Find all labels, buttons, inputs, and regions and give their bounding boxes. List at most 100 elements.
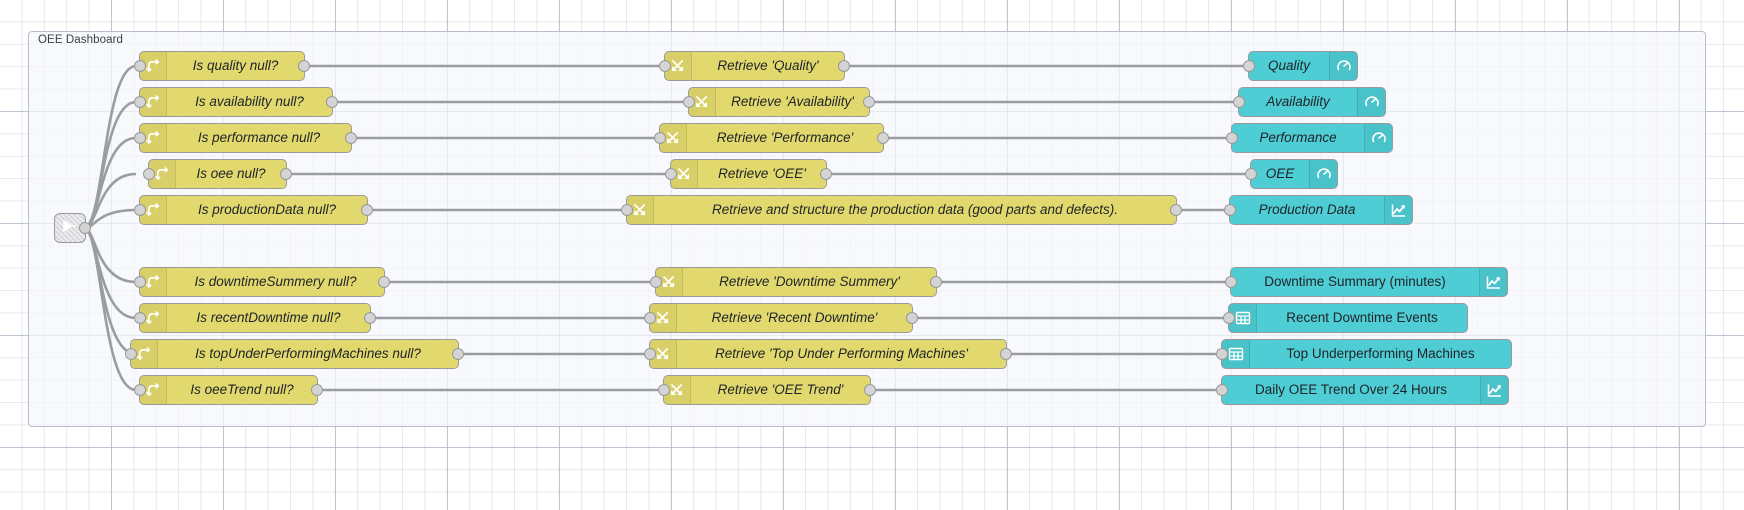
port-out[interactable] (311, 384, 323, 396)
node-label: Retrieve 'Downtime Summery' (719, 274, 900, 289)
port-in[interactable] (1216, 348, 1228, 360)
port-in[interactable] (650, 276, 662, 288)
port-in[interactable] (644, 312, 656, 324)
port-in[interactable] (683, 96, 695, 108)
node-label: Retrieve and structure the production da… (712, 202, 1118, 217)
wires-switch-to-change (287, 64, 689, 392)
port-out[interactable] (838, 60, 850, 72)
node-label: Is topUnderPerformingMachines null? (195, 346, 421, 361)
port-out[interactable] (361, 204, 373, 216)
change-node-retrieve-oee-trend[interactable]: Retrieve 'OEE Trend' (658, 375, 876, 405)
switch-node-is-productiondata-null[interactable]: Is productionData null? (134, 195, 373, 225)
port-out[interactable] (280, 168, 292, 180)
port-out[interactable] (345, 132, 357, 144)
port-in[interactable] (143, 168, 155, 180)
dashboard-node-recent-downtime-events[interactable]: Recent Downtime Events (1223, 303, 1468, 333)
port-out[interactable] (930, 276, 942, 288)
node-label: Retrieve 'OEE' (718, 166, 806, 181)
dashboard-node-oee[interactable]: OEE (1245, 159, 1338, 189)
port-in[interactable] (1243, 60, 1255, 72)
chart-icon (1480, 376, 1508, 404)
node-label: Is recentDowntime null? (196, 310, 341, 325)
node-label: Is oeeTrend null? (190, 382, 294, 397)
change-node-retrieve-performance[interactable]: Retrieve 'Performance' (654, 123, 889, 153)
port-in[interactable] (659, 60, 671, 72)
switch-node-is-oee-null[interactable]: Is oee null? (143, 159, 292, 189)
change-node-retrieve-top-under-performing-machines[interactable]: Retrieve 'Top Under Performing Machines' (644, 339, 1012, 369)
port-out[interactable] (79, 222, 91, 234)
switch-node-is-recentdowntime-null[interactable]: Is recentDowntime null? (134, 303, 376, 333)
dashboard-node-daily-oee-trend[interactable]: Daily OEE Trend Over 24 Hours (1216, 375, 1509, 405)
dashboard-node-production-data[interactable]: Production Data (1224, 195, 1413, 225)
dashboard-node-quality[interactable]: Quality (1243, 51, 1358, 81)
dashboard-node-downtime-summary[interactable]: Downtime Summary (minutes) (1225, 267, 1508, 297)
port-in[interactable] (1216, 384, 1228, 396)
port-in[interactable] (658, 384, 670, 396)
change-node-retrieve-production-data[interactable]: Retrieve and structure the production da… (621, 195, 1182, 225)
port-in[interactable] (125, 348, 137, 360)
link-in-node[interactable] (54, 213, 91, 243)
port-out[interactable] (1000, 348, 1012, 360)
port-in[interactable] (621, 204, 633, 216)
change-node-retrieve-quality[interactable]: Retrieve 'Quality' (659, 51, 850, 81)
port-out[interactable] (820, 168, 832, 180)
gauge-icon (1364, 124, 1392, 152)
dashboard-node-performance[interactable]: Performance (1226, 123, 1393, 153)
node-label: Retrieve 'Top Under Performing Machines' (714, 346, 969, 361)
change-node-retrieve-oee[interactable]: Retrieve 'OEE' (665, 159, 832, 189)
link-in-icon (62, 218, 78, 239)
group-label: OEE Dashboard (38, 34, 124, 46)
port-in[interactable] (1233, 96, 1245, 108)
port-out[interactable] (906, 312, 918, 324)
node-label: Availability (1266, 94, 1330, 109)
node-label: Daily OEE Trend Over 24 Hours (1254, 382, 1448, 397)
node-label: Retrieve 'Availability' (731, 94, 854, 109)
switch-node-is-downtimesummery-null[interactable]: Is downtimeSummery null? (134, 267, 390, 297)
port-in[interactable] (134, 132, 146, 144)
port-out[interactable] (364, 312, 376, 324)
node-label: Is quality null? (192, 58, 279, 73)
gauge-icon (1309, 160, 1337, 188)
node-label: Production Data (1258, 202, 1356, 217)
switch-node-is-topunderperformingmachines-null[interactable]: Is topUnderPerformingMachines null? (125, 339, 464, 369)
change-node-retrieve-downtime-summery[interactable]: Retrieve 'Downtime Summery' (650, 267, 942, 297)
port-out[interactable] (378, 276, 390, 288)
change-node-retrieve-availability[interactable]: Retrieve 'Availability' (683, 87, 875, 117)
port-in[interactable] (1245, 168, 1257, 180)
port-in[interactable] (1225, 276, 1237, 288)
port-in[interactable] (1224, 204, 1236, 216)
port-out[interactable] (863, 96, 875, 108)
port-out[interactable] (326, 96, 338, 108)
port-in[interactable] (134, 204, 146, 216)
port-in[interactable] (134, 276, 146, 288)
port-in[interactable] (134, 312, 146, 324)
port-in[interactable] (134, 384, 146, 396)
port-in[interactable] (654, 132, 666, 144)
node-label: OEE (1265, 166, 1295, 181)
node-label: Downtime Summary (minutes) (1264, 274, 1446, 289)
port-in[interactable] (665, 168, 677, 180)
port-in[interactable] (134, 60, 146, 72)
change-icon (664, 376, 691, 404)
node-label: Is productionData null? (197, 202, 337, 217)
switch-node-is-performance-null[interactable]: Is performance null? (134, 123, 357, 153)
port-out[interactable] (452, 348, 464, 360)
port-out[interactable] (298, 60, 310, 72)
port-out[interactable] (1170, 204, 1182, 216)
switch-node-is-oeetrend-null[interactable]: Is oeeTrend null? (134, 375, 323, 405)
chart-icon (1384, 196, 1412, 224)
port-in[interactable] (134, 96, 146, 108)
port-in[interactable] (1226, 132, 1238, 144)
port-in[interactable] (644, 348, 656, 360)
port-in[interactable] (1223, 312, 1235, 324)
switch-node-is-quality-null[interactable]: Is quality null? (134, 51, 310, 81)
port-out[interactable] (877, 132, 889, 144)
switch-node-is-availability-null[interactable]: Is availability null? (134, 87, 338, 117)
dashboard-node-top-underperforming-machines[interactable]: Top Underperforming Machines (1216, 339, 1512, 369)
node-label: Retrieve 'Recent Downtime' (711, 310, 878, 325)
change-node-retrieve-recent-downtime[interactable]: Retrieve 'Recent Downtime' (644, 303, 918, 333)
dashboard-node-availability[interactable]: Availability (1233, 87, 1386, 117)
node-label: Is downtimeSummery null? (194, 274, 357, 289)
port-out[interactable] (864, 384, 876, 396)
